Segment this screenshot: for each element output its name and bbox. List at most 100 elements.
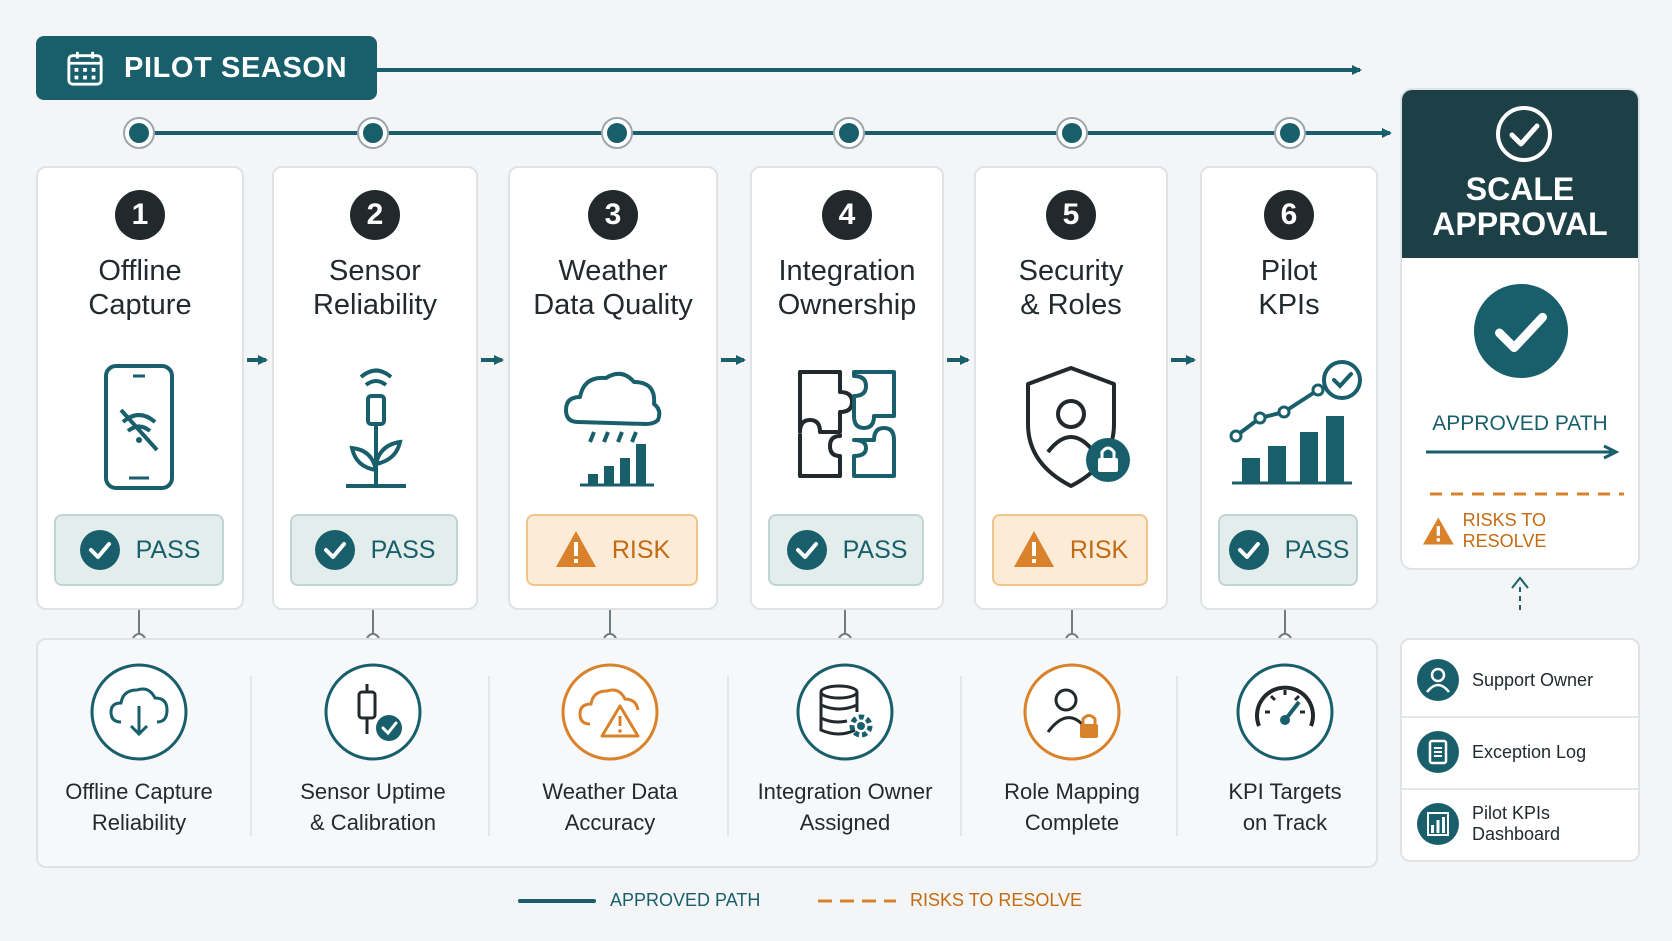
approval-header: SCALE APPROVAL: [1402, 90, 1638, 258]
divider: [1176, 676, 1178, 836]
document-icon: [1417, 731, 1459, 773]
exception-log-label: Exception Log: [1472, 741, 1587, 762]
pilot-kpis-dashboard-label: Pilot KPIs Dashboard: [1472, 803, 1561, 844]
legend-approved: APPROVED PATH: [518, 890, 760, 911]
warning-icon: [555, 531, 596, 567]
step-title: Integration Ownership: [777, 255, 917, 321]
rain-chart-icon: [538, 352, 688, 502]
detail-label: Role Mapping Complete: [1004, 779, 1140, 835]
legend-approved-label: APPROVED PATH: [610, 890, 761, 910]
step-card-3[interactable]: 3 Weather Data Quality RISK: [508, 166, 718, 610]
status-badge: PASS: [1218, 514, 1358, 586]
support-owner-label: Support Owner: [1472, 669, 1594, 690]
check-circle-icon: [1496, 106, 1552, 162]
risks-label: RISKS TO RESOLVE: [1462, 510, 1547, 551]
sensor-check-icon: [323, 662, 423, 762]
step-card-5[interactable]: 5 Security & Roles RISK: [974, 166, 1168, 610]
status-label: PASS: [370, 535, 436, 564]
step-number: 3: [588, 190, 638, 240]
sensor-plant-icon: [300, 352, 450, 502]
step-card-2[interactable]: 2 Sensor Reliability PASS: [272, 166, 478, 610]
pilot-kpis-dashboard-item[interactable]: Pilot KPIs Dashboard: [1402, 788, 1638, 860]
risks-dashed-line: [1430, 492, 1624, 496]
warning-icon: [1013, 531, 1054, 567]
approval-title: SCALE APPROVAL: [1432, 171, 1608, 242]
scale-approval-panel: SCALE APPROVAL APPROVED PATH RISKS TO RE…: [1400, 88, 1640, 570]
exception-log-item[interactable]: Exception Log: [1402, 716, 1638, 788]
support-list: Support Owner Exception Log Pilot KPIs D…: [1400, 638, 1640, 862]
step-title: Sensor Reliability: [312, 255, 438, 321]
legend-risks-label: RISKS TO RESOLVE: [910, 890, 1083, 910]
approved-path-label: APPROVED PATH: [1432, 412, 1608, 435]
milestone-dot: [1062, 123, 1082, 143]
calendar-icon: [67, 51, 103, 86]
kpi-chart-icon: [1214, 352, 1364, 502]
divider: [727, 676, 729, 836]
solid-line-swatch: [518, 898, 596, 903]
status-badge: PASS: [54, 514, 224, 586]
step-card-6[interactable]: 6 Pilot KPIs PASS: [1200, 166, 1378, 610]
detail-label: Offline Capture Reliability: [65, 779, 213, 835]
check-circle-icon: [786, 530, 827, 570]
detail-item-5: Role Mapping Complete: [962, 662, 1182, 838]
milestone-dot: [607, 123, 627, 143]
status-badge: RISK: [526, 514, 698, 586]
detail-label: KPI Targets on Track: [1228, 779, 1342, 835]
approved-check-icon: [1473, 283, 1569, 379]
step-title: Pilot KPIs: [1258, 255, 1320, 321]
detail-item-4: Integration Owner Assigned: [735, 662, 955, 838]
step-number: 1: [115, 190, 165, 240]
up-arrow-head: [1511, 576, 1529, 589]
detail-label: Sensor Uptime & Calibration: [300, 779, 446, 835]
divider: [488, 676, 490, 836]
milestone-dot: [839, 123, 859, 143]
step-number: 5: [1046, 190, 1096, 240]
step-number: 2: [350, 190, 400, 240]
cloud-warning-icon: [560, 662, 660, 762]
dashed-line-swatch: [818, 899, 896, 902]
step-card-1[interactable]: 1 Offline Capture PASS: [36, 166, 244, 610]
step-title: Security & Roles: [1018, 255, 1124, 321]
detail-label: Weather Data Accuracy: [542, 779, 678, 835]
step-title: Weather Data Quality: [533, 255, 693, 321]
approved-path-arrow: [1426, 444, 1620, 460]
cloud-download-icon: [89, 662, 189, 762]
status-label: PASS: [1284, 535, 1350, 564]
divider: [1402, 788, 1638, 790]
pilot-season-banner: PILOT SEASON: [36, 36, 377, 100]
user-lock-icon: [1022, 662, 1122, 762]
step-number: 6: [1264, 190, 1314, 240]
gauge-icon: [1235, 662, 1335, 762]
milestone-dot: [1280, 123, 1300, 143]
detail-label: Integration Owner Assigned: [757, 779, 933, 835]
milestone-dot: [363, 123, 383, 143]
step-number: 4: [822, 190, 872, 240]
status-badge: PASS: [768, 514, 924, 586]
detail-item-1: Offline Capture Reliability: [29, 662, 249, 838]
step-title: Offline Capture: [88, 255, 192, 321]
banner-title: PILOT SEASON: [124, 51, 348, 84]
step-card-4[interactable]: 4 Integration Ownership PASS: [750, 166, 944, 610]
detail-item-2: Sensor Uptime & Calibration: [263, 662, 483, 838]
phone-offline-icon: [65, 352, 215, 502]
legend-risks: RISKS TO RESOLVE: [818, 890, 1082, 911]
divider: [960, 676, 962, 836]
status-label: PASS: [842, 535, 908, 564]
status-label: PASS: [135, 535, 201, 564]
divider: [1402, 716, 1638, 718]
status-label: RISK: [1069, 535, 1129, 564]
risks-to-resolve: RISKS TO RESOLVE: [1422, 510, 1628, 552]
puzzle-icon: [772, 352, 922, 502]
check-circle-icon: [314, 530, 355, 570]
detail-item-6: KPI Targets on Track: [1175, 662, 1395, 838]
check-circle-icon: [1228, 530, 1269, 570]
detail-item-3: Weather Data Accuracy: [500, 662, 720, 838]
detail-panel: [36, 638, 1378, 868]
bar-chart-icon: [1417, 803, 1459, 845]
warning-icon: [1422, 517, 1454, 545]
database-gear-icon: [795, 662, 895, 762]
support-owner-item[interactable]: Support Owner: [1402, 644, 1638, 716]
check-circle-icon: [79, 530, 120, 570]
milestone-dot: [129, 123, 149, 143]
